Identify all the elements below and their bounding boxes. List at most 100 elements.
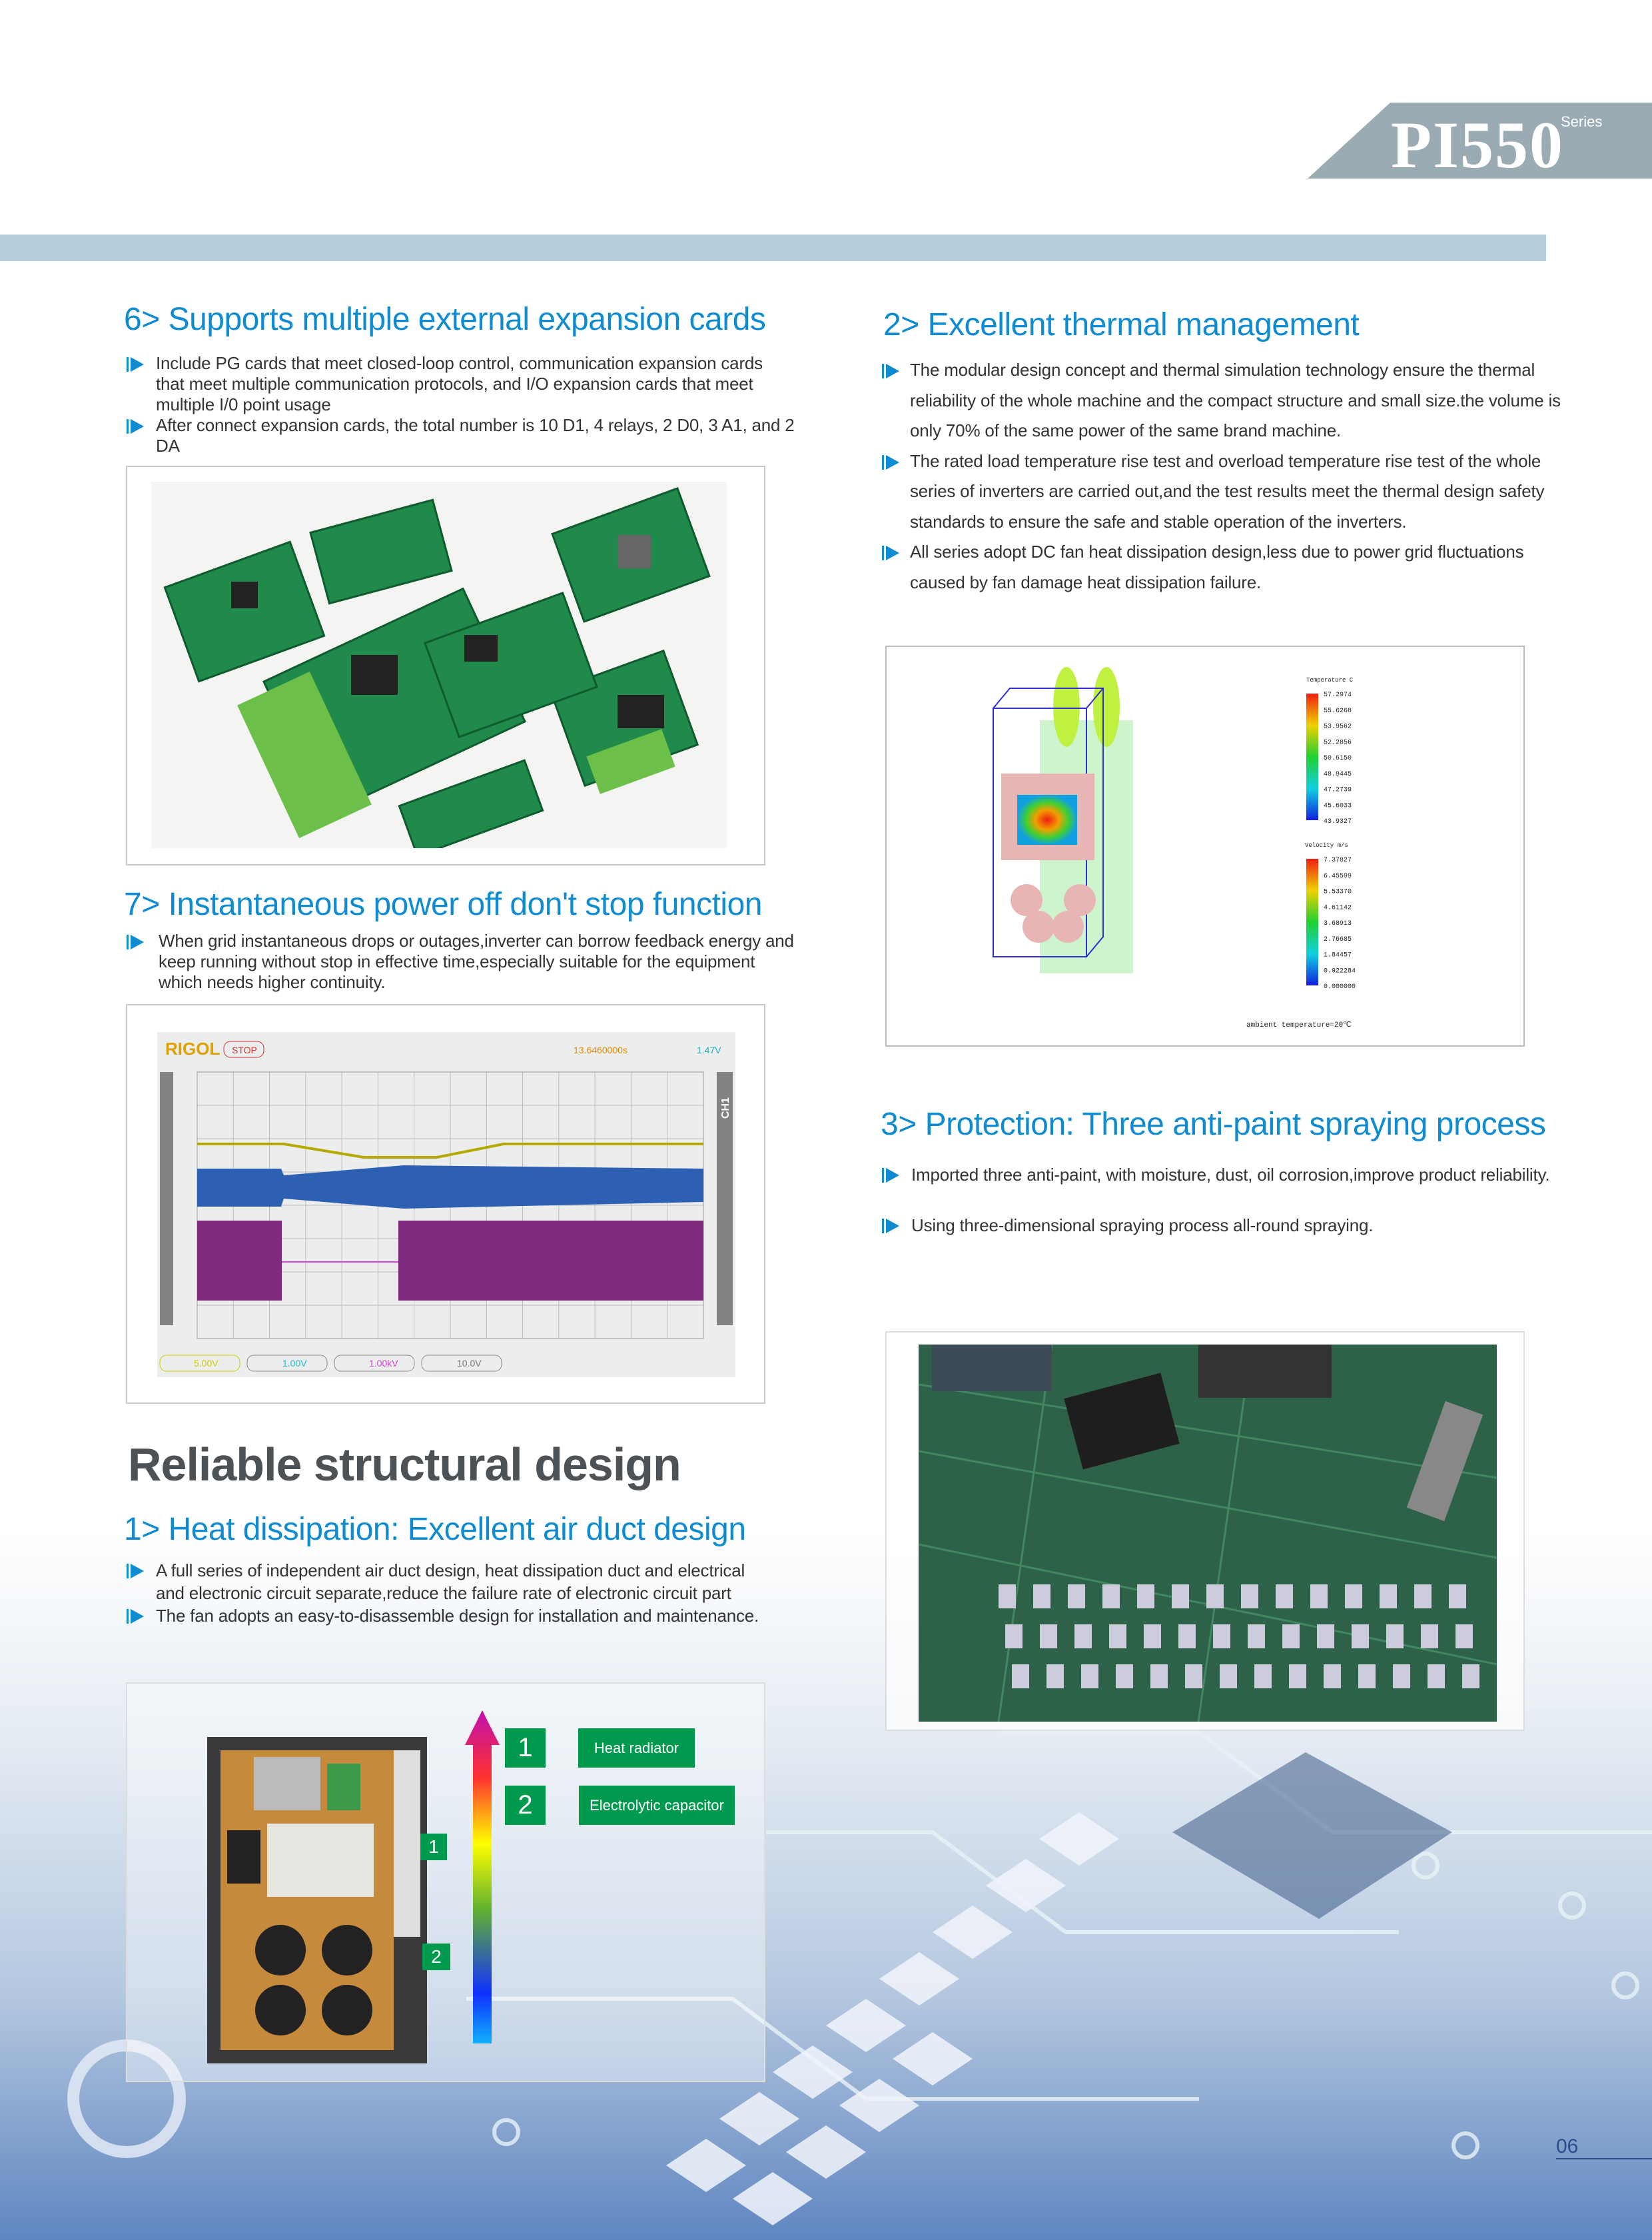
pcb-component <box>1185 1664 1202 1688</box>
scope-delay: 13.6460000s <box>574 1045 627 1055</box>
temperature-legend-title: Temperature C <box>1306 677 1354 684</box>
pcb-component <box>1414 1584 1432 1608</box>
pcb-component <box>1276 1584 1293 1608</box>
expansion-cards-photo <box>151 482 727 848</box>
scope-trigger: 1.47V <box>697 1045 721 1055</box>
section-3-title: 3> Protection: Three anti-paint spraying… <box>881 1107 1546 1142</box>
pcb-coating-image <box>885 1331 1525 1731</box>
legend-tick-label: 2.76685 <box>1324 936 1352 943</box>
pcb-component <box>1455 1624 1473 1648</box>
bullet-arrow-icon <box>882 544 901 560</box>
legend-tick-label: 55.6268 <box>1324 708 1352 715</box>
legend-tick-label: 5.53370 <box>1324 889 1352 896</box>
bullet-arrow-icon <box>127 1608 145 1624</box>
pcb-component <box>1137 1584 1154 1608</box>
legend-label-electrolytic-capacitor: Electrolytic capacitor <box>579 1786 735 1825</box>
circuit-traces <box>67 1584 1652 2225</box>
section-6-bullets: Include PG cards that meet closed-loop c… <box>127 353 795 456</box>
pcb-component <box>1254 1664 1272 1688</box>
scope-side-tab <box>717 1072 733 1325</box>
scope-status: STOP <box>232 1045 257 1055</box>
pcb-component <box>1380 1584 1397 1608</box>
bullet-item: The modular design concept and thermal s… <box>882 355 1569 446</box>
bullet-text: A full series of independent air duct de… <box>156 1560 745 1603</box>
section-2-bullets: The modular design concept and thermal s… <box>882 355 1569 598</box>
bullet-arrow-icon <box>127 933 145 949</box>
pcb-component <box>1421 1624 1438 1648</box>
bullet-arrow-icon <box>127 356 145 372</box>
pcb-component <box>1462 1664 1479 1688</box>
bullet-text: The rated load temperature rise test and… <box>910 450 1545 532</box>
section-1-title: 1> Heat dissipation: Excellent air duct … <box>124 1512 746 1547</box>
temperature-gradient-arrow-icon <box>465 1710 500 2043</box>
bullet-item: Include PG cards that meet closed-loop c… <box>127 353 795 415</box>
pcb-component <box>1005 1624 1023 1648</box>
ambient-temperature-note: ambient temperature=20℃ <box>1246 1021 1352 1029</box>
pcb-component <box>1116 1664 1133 1688</box>
legend-tick-label: 53.9562 <box>1324 724 1352 731</box>
thermal-simulation-plot: Temperature C 57.2974 55.6268 53.9562 52.28… <box>993 667 1356 1029</box>
pcb-component <box>1102 1584 1120 1608</box>
bullet-text: Imported three anti-paint, with moisture… <box>911 1165 1550 1185</box>
section-7-title: 7> Instantaneous power off don't stop fu… <box>124 887 762 922</box>
legend-tick-label: 0.922284 <box>1324 967 1356 975</box>
legend-tick-label: 57.2974 <box>1324 692 1352 699</box>
velocity-legend-title: Velocity m/s <box>1305 842 1348 849</box>
bullet-arrow-icon <box>127 1562 145 1578</box>
bullet-arrow-icon <box>127 418 145 434</box>
page-number: 06 <box>1556 2135 1652 2159</box>
bullet-item: A full series of independent air duct de… <box>127 1559 769 1604</box>
pcb-component <box>1345 1584 1362 1608</box>
legend-tick-label: 43.9327 <box>1324 818 1352 826</box>
oscilloscope-image: RIGOL STOP 13.6460000s 1.47V CH1 5.00V 1… <box>126 1004 765 1404</box>
bullet-arrow-icon <box>882 1167 901 1183</box>
scope-brand: RIGOL <box>165 1039 220 1059</box>
pcb-component <box>1074 1624 1092 1648</box>
bullet-item: After connect expansion cards, the total… <box>127 415 795 456</box>
pcb-component <box>1206 1584 1224 1608</box>
expansion-cards-image <box>126 466 765 865</box>
pcb-component <box>1428 1664 1445 1688</box>
header-divider-bar <box>0 235 1546 261</box>
product-name: PI550 <box>1391 108 1564 182</box>
bullet-text: When grid instantaneous drops or outages… <box>159 931 794 992</box>
section-3-bullets: Imported three anti-paint, with moisture… <box>882 1163 1571 1237</box>
scope-ch4-scale: 10.0V <box>457 1358 482 1369</box>
pcb-component <box>1172 1584 1189 1608</box>
series-label: Series <box>1561 113 1603 130</box>
section-1-bullets: A full series of independent air duct de… <box>127 1559 769 1627</box>
reliable-design-heading: Reliable structural design <box>128 1438 681 1490</box>
legend-tick-label: 7.37827 <box>1324 857 1352 864</box>
bullet-text: Include PG cards that meet closed-loop c… <box>156 353 763 414</box>
product-banner: PI550 Series <box>1308 103 1652 179</box>
legend-tick-label: 0.000000 <box>1324 983 1356 991</box>
legend-number-2: 2 <box>505 1786 546 1825</box>
pcb-component <box>1310 1584 1328 1608</box>
pcb-component <box>999 1584 1016 1608</box>
section-6-title: 6> Supports multiple external expansion … <box>124 302 766 337</box>
section-7-bullets: When grid instantaneous drops or outages… <box>127 931 798 993</box>
bullet-item: Using three-dimensional spraying process… <box>882 1213 1571 1237</box>
thermal-simulation-image: Temperature C 57.2974 55.6268 53.9562 52.28… <box>885 646 1525 1047</box>
legend-tick-label: 3.68913 <box>1324 920 1352 927</box>
pcb-component <box>1109 1624 1126 1648</box>
oscilloscope-screen: RIGOL STOP 13.6460000s 1.47V CH1 5.00V 1… <box>157 1032 735 1377</box>
pcb-component <box>1213 1624 1230 1648</box>
callout-marker-1: 1 <box>420 1834 447 1860</box>
pcb-component <box>1248 1624 1265 1648</box>
pcb-component <box>1033 1584 1050 1608</box>
scope-left-tab <box>160 1072 173 1325</box>
legend-tick-label: 45.6033 <box>1324 802 1352 810</box>
pcb-component <box>1081 1664 1098 1688</box>
pcb-component <box>1068 1584 1085 1608</box>
legend-tick-label: 4.61142 <box>1324 904 1352 911</box>
scope-ch1-scale: 5.00V <box>194 1358 218 1369</box>
pcb-component <box>1324 1664 1341 1688</box>
legend-tick-label: 48.9445 <box>1324 771 1352 778</box>
bullet-text: The fan adopts an easy-to-disassemble de… <box>156 1606 759 1626</box>
legend-tick-label: 52.2856 <box>1324 739 1352 746</box>
bullet-text: All series adopt DC fan heat dissipation… <box>910 542 1524 592</box>
scope-ch2-scale: 1.00V <box>282 1358 307 1369</box>
inverter-cutaway-image <box>207 1737 427 2063</box>
pcb-component <box>1144 1624 1161 1648</box>
